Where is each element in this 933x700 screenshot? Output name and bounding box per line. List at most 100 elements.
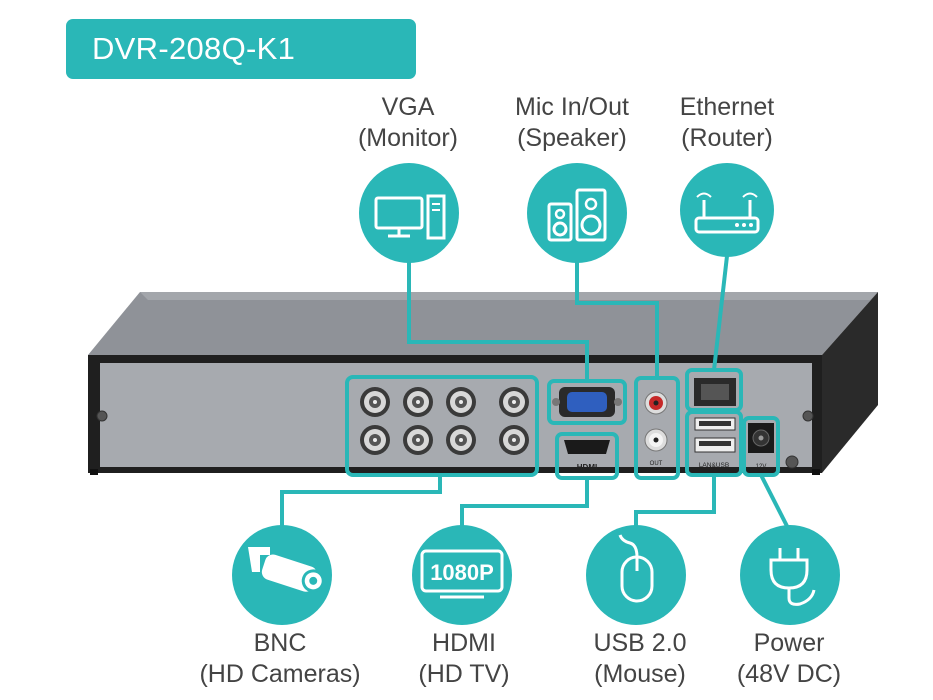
- speaker-small-box: [547, 202, 573, 242]
- audio-ports: OUT AUDIO: [644, 391, 668, 474]
- pc-tower: [426, 194, 446, 240]
- audio-in-pin: [653, 400, 659, 406]
- speaker-large-woofer: [580, 214, 602, 236]
- mic-label-name: Mic In/Out: [515, 93, 629, 121]
- bnc-connector-pin: [512, 438, 516, 442]
- mic-label: Mic In/Out (Speaker): [492, 92, 652, 154]
- dvr-top-edge: [140, 292, 878, 300]
- router-led-3: [749, 223, 753, 227]
- usb-label: USB 2.0 (Mouse): [560, 628, 720, 690]
- mouse-icon: [586, 525, 686, 625]
- vga-port-inner: [567, 392, 607, 412]
- audio-out-label: OUT: [650, 461, 663, 467]
- ethernet-label: Ethernet (Router): [647, 92, 807, 154]
- vga-label-name: VGA: [381, 93, 435, 121]
- camera-body-group: [261, 554, 325, 593]
- audio-out-pin: [653, 437, 659, 443]
- bnc-connector-6: [403, 425, 433, 455]
- product-title: DVR-208Q-K1: [66, 19, 416, 79]
- ground-screw: [785, 455, 799, 469]
- hdmi-port-body: [564, 440, 610, 454]
- bnc-connector-7: [446, 425, 476, 455]
- router-led-1: [735, 223, 739, 227]
- bnc-connector-pin: [459, 400, 463, 404]
- vga-port: [552, 387, 622, 417]
- ethernet-line: [712, 255, 729, 371]
- router-led-2: [742, 223, 746, 227]
- vga-screw-right: [614, 398, 622, 406]
- hdmi-panel-label: HDMI: [577, 463, 597, 472]
- tv-1080p-icon: 1080P: [412, 525, 512, 625]
- dc-power-port: 12V: [748, 423, 774, 470]
- speaker-small-tweeter: [554, 208, 566, 220]
- lan-usb-ports: LAN&USB: [694, 378, 736, 469]
- hdmi-label-use: (HD TV): [418, 660, 510, 688]
- vga-line: [407, 262, 589, 381]
- dvr-side: [822, 292, 878, 473]
- audio-label: AUDIO: [646, 468, 665, 474]
- screw-right: [802, 410, 814, 422]
- mouse-cable: [618, 534, 639, 558]
- hdmi-line: [460, 478, 589, 532]
- vga-screw-left: [552, 398, 560, 406]
- router-wave-left: [696, 192, 712, 198]
- lan-usb-label: LAN&USB: [699, 462, 729, 469]
- bnc-connector-4: [499, 387, 529, 417]
- bnc-connector-3: [446, 387, 476, 417]
- bnc-connector-pin: [373, 438, 377, 442]
- dc-label: 12V: [756, 464, 767, 470]
- hdmi-port: HDMI: [564, 440, 610, 472]
- router-body: [694, 216, 760, 234]
- camera-icon: [232, 525, 332, 625]
- plug-icon: [740, 525, 840, 625]
- power-label-use: (48V DC): [736, 660, 842, 688]
- ethernet-port-jack: [701, 384, 729, 400]
- bnc-label-name: BNC: [253, 629, 307, 657]
- mic-label-use: (Speaker): [517, 124, 627, 152]
- tv-1080p-text: 1080P: [430, 560, 494, 585]
- screw-left: [96, 410, 108, 422]
- mouse-circle: [586, 525, 686, 625]
- bnc-connector-pin: [459, 438, 463, 442]
- bnc-connector-1: [360, 387, 390, 417]
- plug-cable: [787, 588, 816, 606]
- hdmi-label: HDMI (HD TV): [384, 628, 544, 690]
- bnc-connector-2: [403, 387, 433, 417]
- dc-port-pin: [758, 435, 764, 441]
- usb-line: [634, 475, 716, 532]
- power-label-name: Power: [753, 629, 825, 657]
- power-label: Power (48V DC): [709, 628, 869, 690]
- tv-screen: [420, 549, 504, 593]
- speaker-icon: [527, 163, 627, 263]
- router-wave-right: [742, 192, 758, 198]
- camera-mount: [248, 547, 270, 572]
- bnc-label: BNC (HD Cameras): [180, 628, 380, 690]
- router-icon: [680, 163, 774, 257]
- dvr-foot-left: [90, 469, 98, 475]
- monitor-icon: [359, 163, 459, 263]
- camera-lens-center: [309, 576, 318, 585]
- mic-line: [575, 262, 659, 378]
- bnc-connector-pin: [373, 400, 377, 404]
- bnc-connector-5: [360, 425, 390, 455]
- connector-lines: [280, 255, 792, 533]
- speaker-large-box: [575, 188, 607, 242]
- usb-port-bottom-slot: [699, 441, 731, 446]
- dvr-foot-right: [812, 469, 820, 475]
- router-circle: [680, 163, 774, 257]
- bnc-connector-pin: [416, 438, 420, 442]
- icon-circles: 1080P: [232, 163, 840, 625]
- bnc-label-use: (HD Cameras): [199, 660, 361, 688]
- usb-port-top-slot: [699, 421, 731, 426]
- hdmi-label-name: HDMI: [432, 629, 496, 657]
- ethernet-label-name: Ethernet: [679, 93, 775, 121]
- speaker-small-woofer: [552, 221, 568, 237]
- bnc-connector-pin: [512, 400, 516, 404]
- bnc-connector-pin: [416, 400, 420, 404]
- vga-label-use: (Monitor): [357, 124, 458, 152]
- dvr-top-cover: [88, 292, 878, 355]
- bnc-line: [280, 475, 442, 532]
- vga-label: VGA (Monitor): [328, 92, 488, 154]
